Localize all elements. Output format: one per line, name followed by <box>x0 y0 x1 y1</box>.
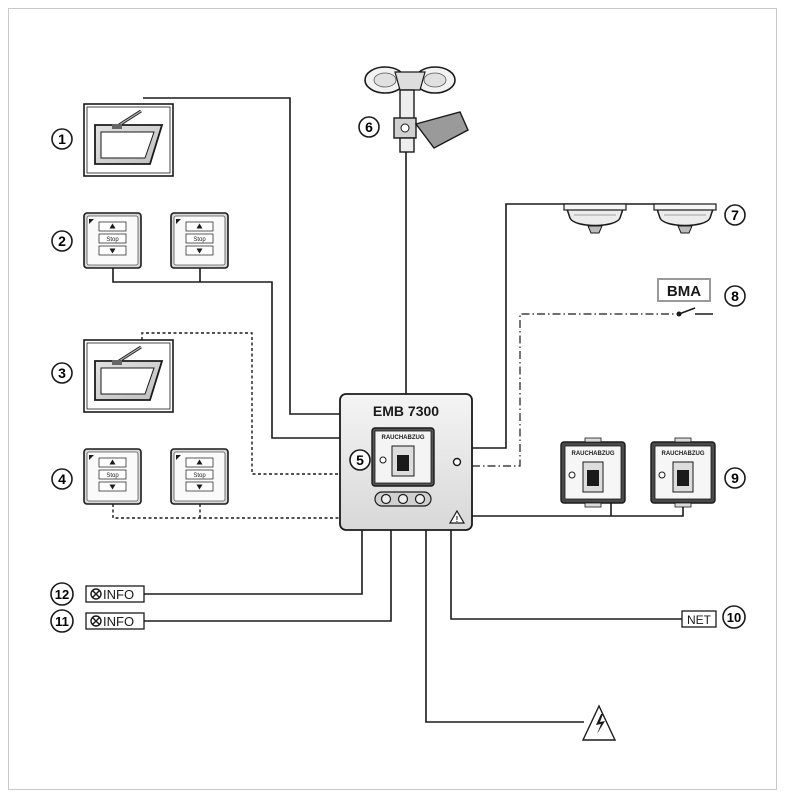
info-label: INFO <box>103 587 134 602</box>
wire-power <box>425 530 584 723</box>
callout-10: 10 <box>722 605 746 629</box>
net-box: NET <box>681 610 717 628</box>
bma-fire-alarm: BMA <box>657 278 713 317</box>
callout-number: 12 <box>55 587 69 602</box>
switch-group-2: Stop Stop <box>83 212 229 269</box>
controller-emb-7300: EMB 7300 RAUCHABZUG ! <box>339 393 473 531</box>
wire-switches-4 <box>112 504 340 519</box>
callout-4: 4 <box>51 468 73 490</box>
wire-net-10 <box>450 530 682 620</box>
window-actuator-3 <box>83 339 174 413</box>
high-voltage-icon <box>581 704 617 741</box>
wire-info-11 <box>144 530 392 622</box>
info-label: INFO <box>103 614 134 629</box>
vent-switch: Stop <box>170 212 229 269</box>
net-label: NET <box>687 613 712 627</box>
window-actuator-1 <box>83 103 174 177</box>
controller-title: EMB 7300 <box>373 403 439 419</box>
wire-bma-8 <box>472 313 678 467</box>
switch-group-4: Stop Stop <box>83 448 229 505</box>
warning-icon <box>448 509 466 524</box>
callouts: 1 2 3 4 5 6 7 8 9 10 11 12 <box>50 116 746 633</box>
wind-sensor <box>364 66 469 153</box>
bma-label: BMA <box>667 283 701 300</box>
callout-6: 6 <box>358 116 380 138</box>
callout-5: 5 <box>349 449 371 471</box>
wire-window-1 <box>143 97 340 415</box>
dashed-wires <box>112 332 340 519</box>
wire-info-12 <box>144 530 363 595</box>
info-indicator-12: INFO <box>85 585 145 603</box>
callout-number: 8 <box>731 288 739 304</box>
callout-8: 8 <box>724 285 746 307</box>
stop-label: Stop <box>106 237 119 243</box>
smoke-vent-panel: RAUCHABZUG <box>560 437 626 508</box>
smoke-vent-panels: RAUCHABZUG RAUCHABZUG <box>560 437 716 508</box>
panel-brand: RAUCHABZUG <box>382 435 425 441</box>
callout-1: 1 <box>51 128 73 150</box>
callout-number: 11 <box>55 614 69 629</box>
wire-panels-9 <box>472 503 684 517</box>
smoke-detector <box>563 203 627 234</box>
callout-7: 7 <box>724 204 746 226</box>
info-indicator-11: INFO <box>85 612 145 630</box>
callout-number: 2 <box>58 233 66 249</box>
callout-11: 11 <box>50 609 74 633</box>
callout-number: 1 <box>58 131 66 147</box>
callout-number: 10 <box>727 610 741 625</box>
lamp-icon <box>90 588 102 600</box>
stop-label: Stop <box>193 237 206 243</box>
wire-switches-2 <box>112 268 340 439</box>
vent-switch: Stop <box>83 212 142 269</box>
callout-number: 9 <box>731 470 739 486</box>
panel-brand: RAUCHABZUG <box>662 451 705 457</box>
callout-number: 5 <box>356 452 364 468</box>
callout-12: 12 <box>50 582 74 606</box>
vent-switch: Stop <box>83 448 142 505</box>
callout-number: 7 <box>731 207 739 223</box>
callout-number: 6 <box>365 119 373 135</box>
callout-2: 2 <box>51 230 73 252</box>
svg-text:!: ! <box>456 515 459 524</box>
vent-switch: Stop <box>170 448 229 505</box>
callout-number: 3 <box>58 365 66 381</box>
smoke-detectors <box>563 203 717 234</box>
smoke-detector <box>653 203 717 234</box>
wire-smoke-detectors-7 <box>472 203 574 449</box>
wire-window-3 <box>141 332 340 475</box>
stop-label: Stop <box>193 473 206 479</box>
callout-number: 4 <box>58 471 66 487</box>
stop-label: Stop <box>106 473 119 479</box>
lamp-icon <box>90 615 102 627</box>
panel-brand: RAUCHABZUG <box>572 451 615 457</box>
smoke-vent-panel: RAUCHABZUG <box>650 437 716 508</box>
callout-9: 9 <box>724 467 746 489</box>
callout-3: 3 <box>51 362 73 384</box>
